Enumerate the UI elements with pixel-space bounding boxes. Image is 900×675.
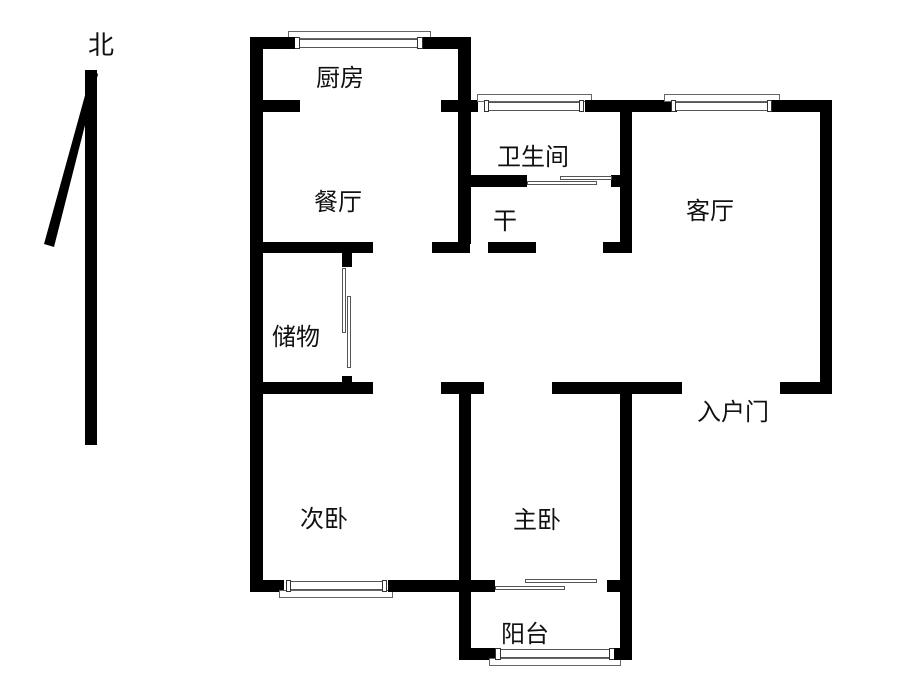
wall — [611, 175, 620, 187]
second-bedroom-window-post — [382, 580, 387, 592]
wall — [250, 37, 263, 592]
second-bedroom-window-post — [286, 580, 291, 592]
north-arrow-icon — [44, 70, 98, 445]
wall — [603, 242, 632, 253]
room-label-second-bedroom: 次卧 — [300, 505, 348, 533]
balcony-window — [489, 658, 621, 666]
room-label-dining: 餐厅 — [314, 188, 362, 216]
bathroom-sliding-door[interactable] — [527, 181, 597, 185]
living-window — [664, 94, 780, 102]
wall — [620, 382, 632, 660]
wall — [441, 100, 458, 112]
living-window-post — [671, 100, 676, 112]
wall — [620, 100, 632, 253]
wall — [263, 100, 300, 112]
room-label-master-bedroom: 主卧 — [513, 506, 561, 534]
entrance-door-label: 入户门 — [697, 398, 769, 426]
wall — [432, 242, 470, 253]
kitchen-window — [288, 31, 431, 39]
room-label-bathroom: 卫生间 — [497, 143, 569, 171]
wall — [458, 37, 471, 244]
balcony-window-pane — [500, 649, 610, 658]
wall — [772, 100, 832, 112]
living-window-pane — [675, 102, 770, 111]
north-label: 北 — [88, 31, 115, 61]
wall — [614, 648, 632, 660]
storage-sliding-door[interactable] — [342, 268, 346, 333]
second-bedroom-window-pane — [290, 581, 383, 590]
wall — [607, 580, 620, 592]
room-label-dry-area: 干 — [493, 207, 517, 235]
balcony-sliding-door[interactable] — [525, 579, 597, 583]
wall — [342, 253, 352, 267]
storage-sliding-door[interactable] — [347, 296, 351, 368]
wall — [552, 382, 682, 394]
wall — [458, 100, 478, 112]
wall — [471, 175, 527, 187]
bathroom-window-post — [579, 100, 584, 112]
bathroom-window-post — [484, 100, 489, 112]
wall — [342, 376, 352, 384]
wall — [780, 382, 832, 394]
room-label-living: 客厅 — [686, 197, 734, 225]
wall — [388, 580, 471, 592]
wall — [263, 242, 373, 253]
kitchen-window-post — [417, 37, 423, 49]
bathroom-window — [477, 94, 592, 102]
second-bedroom-window — [279, 590, 393, 598]
bathroom-window-pane — [488, 102, 582, 111]
wall — [471, 580, 495, 592]
wall — [459, 382, 471, 660]
wall — [250, 580, 284, 592]
room-label-balcony: 阳台 — [501, 620, 549, 648]
balcony-window-post — [495, 648, 501, 660]
room-label-storage: 储物 — [272, 323, 320, 351]
wall — [488, 242, 536, 253]
balcony-sliding-door[interactable] — [495, 586, 565, 590]
kitchen-window-pane — [298, 39, 422, 48]
living-window-post — [767, 100, 772, 112]
wall — [263, 382, 373, 394]
room-label-kitchen: 厨房 — [316, 64, 364, 92]
wall — [459, 648, 499, 660]
wall — [820, 100, 832, 394]
bathroom-sliding-door[interactable] — [560, 176, 612, 180]
